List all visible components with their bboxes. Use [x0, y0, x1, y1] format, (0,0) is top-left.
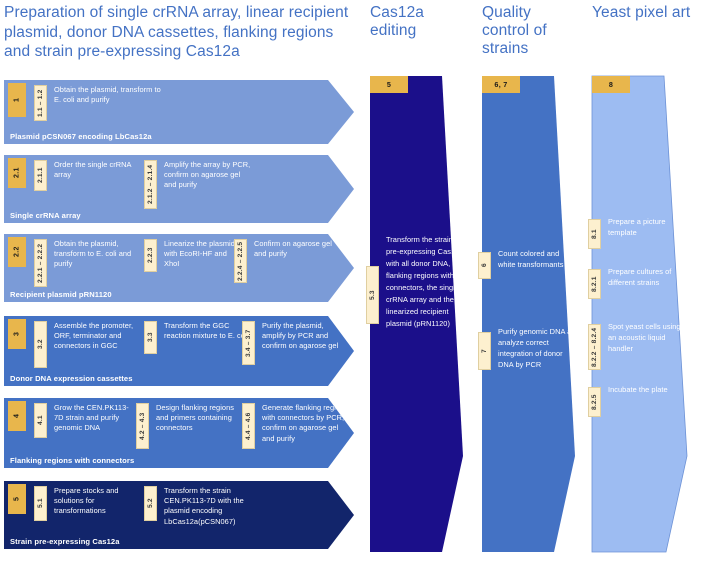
step-text: Prepare cultures of different strains [608, 267, 672, 287]
heading-cas12a-editing: Cas12a editing [370, 4, 425, 39]
step-item[interactable]: 2.2.1 – 2.2.2 Obtain the plasmid, transf… [34, 239, 139, 287]
step-item[interactable]: 8.2.2 – 8.2.4 Spot yeast cells using an … [588, 321, 692, 370]
step-item[interactable]: 4.1 Grow the CEN.PK113-7D strain and pur… [34, 403, 134, 438]
step-text: Prepare a picture template [608, 217, 666, 237]
step-tag: 7 [478, 332, 491, 370]
step-tag: 2.2.1 – 2.2.2 [34, 239, 47, 287]
step-text: Obtain the plasmid, transform to E. coli… [54, 239, 132, 269]
step-text: Obtain the plasmid, transform to E. coli… [54, 85, 161, 105]
heading-preparation: Preparation of single crRNA array, linea… [4, 4, 349, 60]
step-item[interactable]: 4.4 – 4.6 Generate flanking regions with… [242, 403, 350, 449]
column-badge: 5 [370, 76, 408, 93]
step-tag: 8.1 [588, 219, 601, 249]
step-text: Grow the CEN.PK113-7D strain and purify … [54, 403, 129, 433]
step-tag: 8.2.5 [588, 387, 601, 417]
step-tag: 8.2.1 [588, 269, 601, 299]
row-caption: Plasmid pCSN067 encoding LbCas12a [10, 132, 152, 141]
column-yeast-pixel-art[interactable]: 8 8.1 Prepare a picture template 8.2.1 P… [588, 75, 694, 553]
row-caption: Single crRNA array [10, 211, 81, 220]
row-caption: Flanking regions with connectors [10, 456, 135, 465]
step-text: Purify genomic DNA and analyze correct i… [498, 327, 580, 369]
step-item[interactable]: 5.1 Prepare stocks and solutions for tra… [34, 486, 139, 521]
workflow-row-4[interactable]: 3 3.2 Assemble the promoter, ORF, termin… [4, 316, 354, 386]
row-badge: 3 [8, 319, 26, 349]
workflow-row-1[interactable]: 1 1.1 – 1.2 Obtain the plasmid, transfor… [4, 80, 354, 144]
step-text: Count colored and white transformants [498, 249, 564, 269]
step-text: Linearize the plasmid with EcoRI-HF and … [164, 239, 235, 269]
step-text: Order the single crRNA array [54, 160, 132, 180]
step-item[interactable]: 6 Count colored and white transformants [478, 248, 582, 279]
row-badge: 5 [8, 484, 26, 514]
step-text: Amplify the array by PCR, confirm on aga… [164, 160, 251, 190]
step-tag: 4.1 [34, 403, 47, 438]
step-tag: 5.1 [34, 486, 47, 521]
step-item[interactable]: 8.2.5 Incubate the plate [588, 384, 692, 417]
step-tag: 2.1.2 – 2.1.4 [144, 160, 157, 209]
step-tag: 2.2.3 [144, 239, 157, 272]
step-item[interactable]: 5.2 Transform the strain CEN.PK113-7D wi… [144, 486, 254, 527]
step-text: Incubate the plate [608, 385, 668, 394]
step-tag: 2.1.1 [34, 160, 47, 191]
step-item[interactable]: 5.3 Transform the strain pre-expressing … [366, 234, 470, 330]
step-tag: 2.2.4 – 2.2.5 [234, 239, 247, 283]
step-item[interactable]: 8.1 Prepare a picture template [588, 216, 692, 249]
step-tag: 5.3 [366, 266, 379, 324]
workflow-row-3[interactable]: 2.2 2.2.1 – 2.2.2 Obtain the plasmid, tr… [4, 234, 354, 302]
step-text: Transform the strain CEN.PK113-7D with t… [164, 486, 244, 526]
row-caption: Recipient plasmid pRN1120 [10, 290, 112, 299]
row-badge: 2.2 [8, 237, 26, 267]
step-item[interactable]: 3.4 – 3.7 Purify the plasmid, amplify by… [242, 321, 342, 365]
step-item[interactable]: 1.1 – 1.2 Obtain the plasmid, transform … [34, 85, 164, 121]
row-caption: Donor DNA expression cassettes [10, 374, 133, 383]
step-text: Assemble the promoter, ORF, terminator a… [54, 321, 134, 351]
row-badge: 4 [8, 401, 26, 431]
workflow-row-2[interactable]: 2.1 2.1.1 Order the single crRNA array 2… [4, 155, 354, 223]
step-text: Transform the strain pre-expressing Cas1… [386, 235, 464, 328]
column-badge: 8 [592, 76, 630, 93]
step-item[interactable]: 4.2 – 4.3 Design flanking regions and pr… [136, 403, 241, 449]
step-tag: 5.2 [144, 486, 157, 521]
step-tag: 3.2 [34, 321, 47, 368]
step-text: Design flanking regions and primers cont… [156, 403, 234, 433]
step-tag: 6 [478, 252, 491, 279]
step-tag: 3.3 [144, 321, 157, 354]
step-text: Generate flanking regions with connector… [262, 403, 348, 443]
step-tag: 4.2 – 4.3 [136, 403, 149, 449]
heading-yeast-pixel-art: Yeast pixel art [592, 4, 691, 21]
step-item[interactable]: 8.2.1 Prepare cultures of different stra… [588, 266, 692, 299]
column-shape [591, 75, 688, 553]
step-item[interactable]: 2.1.1 Order the single crRNA array [34, 160, 139, 191]
step-text: Prepare stocks and solutions for transfo… [54, 486, 119, 516]
step-item[interactable]: 3.2 Assemble the promoter, ORF, terminat… [34, 321, 139, 368]
step-item[interactable]: 7 Purify genomic DNA and analyze correct… [478, 326, 582, 370]
column-shape [370, 76, 463, 552]
row-badge: 1 [8, 83, 26, 117]
heading-quality-control: Quality control of strains [482, 4, 547, 57]
column-cas12a-editing[interactable]: 5 5.3 Transform the strain pre-expressin… [366, 76, 470, 552]
workflow-row-5[interactable]: 4 4.1 Grow the CEN.PK113-7D strain and p… [4, 398, 354, 468]
step-text: Confirm on agarose gel and purify [254, 239, 332, 259]
step-tag: 4.4 – 4.6 [242, 403, 255, 449]
step-tag: 8.2.2 – 8.2.4 [588, 324, 601, 370]
row-caption: Strain pre-expressing Cas12a [10, 537, 120, 546]
step-text: Spot yeast cells using an acoustic liqui… [608, 322, 681, 353]
step-item[interactable]: 2.2.4 – 2.2.5 Confirm on agarose gel and… [234, 239, 339, 283]
step-item[interactable]: 2.1.2 – 2.1.4 Amplify the array by PCR, … [144, 160, 254, 209]
column-badge: 6, 7 [482, 76, 520, 93]
step-tag: 3.4 – 3.7 [242, 321, 255, 365]
step-tag: 1.1 – 1.2 [34, 85, 47, 121]
row-badge: 2.1 [8, 158, 26, 188]
workflow-row-6[interactable]: 5 5.1 Prepare stocks and solutions for t… [4, 481, 354, 549]
step-text: Purify the plasmid, amplify by PCR and c… [262, 321, 339, 351]
column-quality-control[interactable]: 6, 7 6 Count colored and white transform… [478, 76, 582, 552]
step-item[interactable]: 3.3 Transform the GGC reaction mixture t… [144, 321, 252, 354]
step-item[interactable]: 2.2.3 Linearize the plasmid with EcoRI-H… [144, 239, 244, 272]
step-text: Transform the GGC reaction mixture to E.… [164, 321, 249, 341]
column-shape [482, 76, 575, 552]
